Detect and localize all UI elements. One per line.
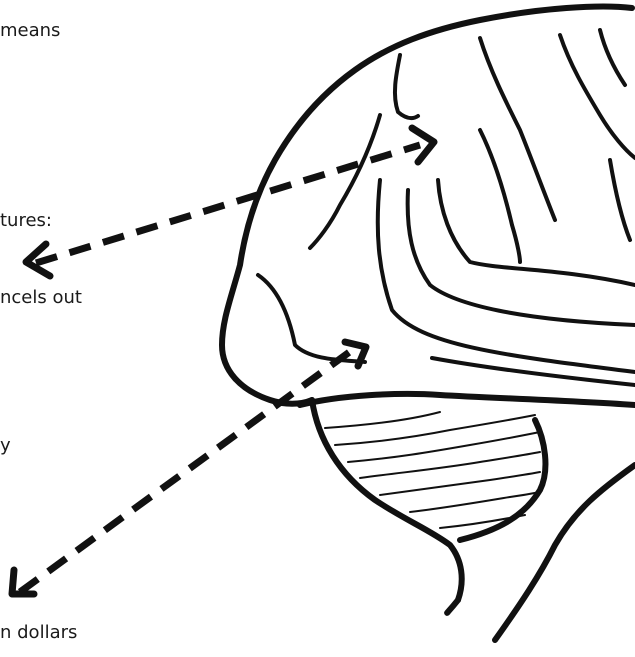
cerebellum-outline [312, 400, 462, 600]
fold-frontal-2 [310, 115, 380, 248]
fold-central [480, 38, 555, 220]
brainstem-front [460, 420, 545, 540]
cerebellum-fold-1 [325, 412, 440, 428]
brainstem-tip [447, 600, 458, 613]
cerebellum-fold-5 [380, 472, 540, 495]
fold-occipital-1 [600, 30, 625, 85]
arrow-frontal [26, 128, 434, 276]
fold-parietal [438, 180, 635, 285]
arrow-temporal-shaft [20, 348, 355, 592]
brain-illustration [222, 7, 635, 641]
fold-lower-temporal [432, 358, 635, 385]
cerebellum-fold-4 [360, 452, 540, 478]
brainstem-back [495, 465, 635, 640]
arrow-temporal [12, 342, 366, 594]
fold-precentral [480, 130, 520, 262]
temporal-boundary [300, 394, 635, 405]
fold-occipital-2 [610, 160, 630, 240]
fold-temporal [258, 275, 365, 362]
cerebellum-fold-2 [335, 415, 535, 445]
fold-superior [560, 35, 635, 158]
fold-frontal-1 [395, 55, 418, 118]
